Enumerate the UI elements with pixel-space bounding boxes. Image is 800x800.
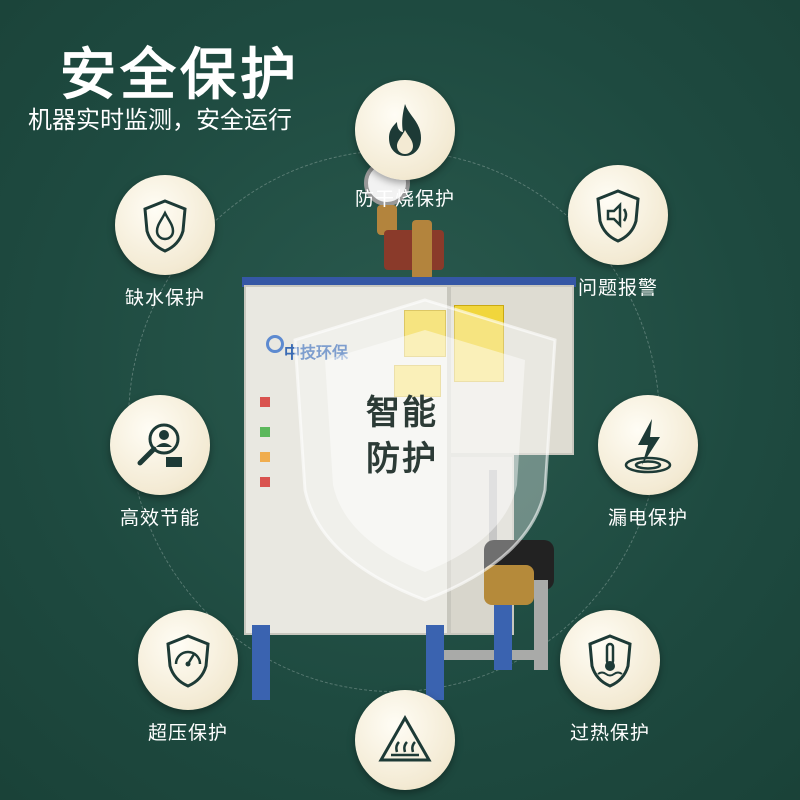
magnifier-user-icon [137,423,182,467]
warning-label [394,365,441,397]
feature-energy-saving: 高效节能 [90,395,230,530]
flame-icon [389,104,421,156]
speaker-alarm-icon [596,189,640,243]
feature-label: 超压保护 [147,722,228,744]
feature-alarm: 问题报警 [548,165,688,300]
feature-label: 问题报警 [577,277,658,299]
brand-label: 中技环保 [284,339,348,363]
feature-label: 高效节能 [119,507,200,529]
feature-overheat: 过热保护 [540,610,680,745]
steam-generator-machine: 中技环保 [242,160,576,720]
feature-dry-burn: 防干烧保护 [335,80,475,211]
feature-overpressure: 超压保护 [118,610,258,745]
machine-leg [426,625,444,700]
feature-badge [355,80,455,180]
feature-badge [598,395,698,495]
warning-label [404,310,446,357]
feature-label: 防干烧保护 [354,188,455,210]
pump-brass-housing [484,565,534,605]
brand-logo [266,335,284,353]
machine-leg [494,605,512,670]
lightning-icon [624,419,672,474]
shield-center-text: 智能 防护 [342,390,462,482]
page-subtitle: 机器实时监测，安全运行 [28,106,292,134]
heat-warning-icon [378,714,432,762]
thermometer-icon [588,634,632,688]
shield-line-1: 智能 [366,393,438,433]
feature-badge [560,610,660,710]
machine-leg [252,625,270,700]
machine-cabinet: 中技环保 [242,277,576,665]
shield-overlay [293,298,557,602]
feature-badge [568,165,668,265]
feature-badge [138,610,238,710]
feature-heat-warning [335,690,475,790]
cabinet-top-trim [242,277,576,287]
feature-label: 缺水保护 [124,287,205,309]
feature-badge [115,175,215,275]
feature-leakage: 漏电保护 [578,395,718,530]
pressure-gauge-icon [166,634,210,688]
shield-line-2: 防护 [366,439,438,479]
feature-label: 过热保护 [569,722,650,744]
feature-badge [110,395,210,495]
page-title: 安全保护 [60,43,300,108]
feature-water-shortage: 缺水保护 [95,175,235,310]
water-drop-icon [143,199,187,253]
feature-badge [355,690,455,790]
feature-label: 漏电保护 [607,507,688,529]
